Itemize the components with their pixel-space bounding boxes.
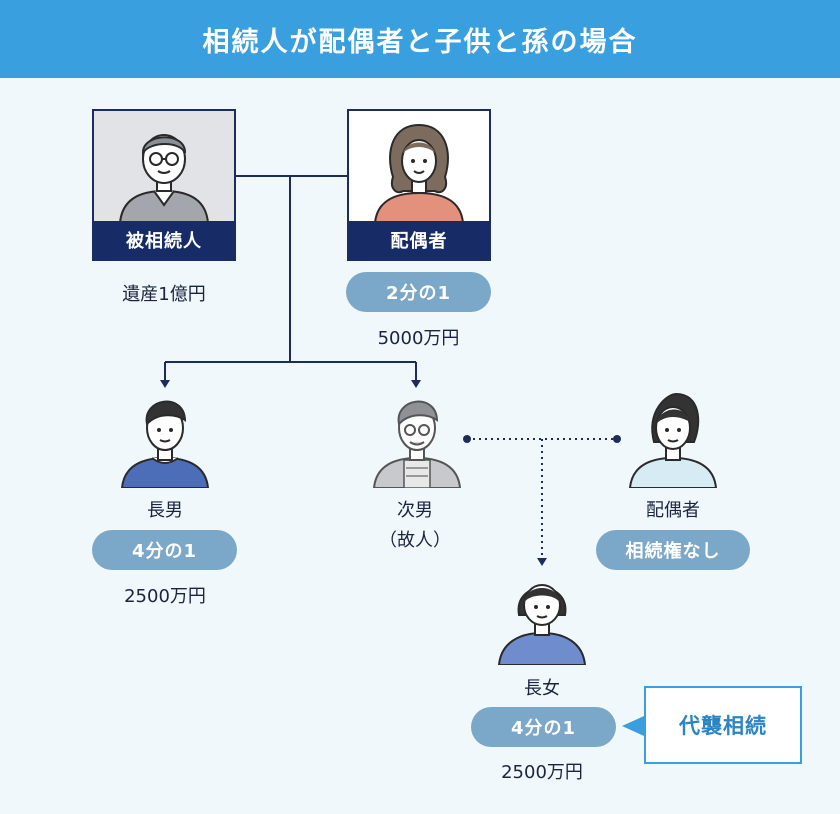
estate-text: 遺産1億円 [122, 284, 206, 305]
spouse-card: 配偶者 [347, 109, 491, 261]
son-spouse-icon [628, 392, 718, 488]
granddaughter-icon [497, 584, 587, 665]
spouse-share-pill: 2分の1 [346, 272, 491, 312]
decedent-label: 被相続人 [94, 221, 234, 259]
second-son-label: 次男 [397, 500, 433, 521]
decedent-portrait [94, 111, 234, 223]
decedent-card: 被相続人 [92, 109, 236, 261]
spouse-label: 配偶者 [349, 221, 489, 259]
spouse-amount: 5000万円 [377, 328, 460, 349]
spouse-portrait [349, 111, 489, 223]
eldest-son-amount: 2500万円 [124, 586, 206, 607]
substitute-inheritance-callout: 代襲相続 [644, 686, 802, 764]
callout-pointer [622, 716, 644, 736]
son-spouse-share-pill: 相続権なし [596, 530, 750, 570]
eldest-son-icon [120, 400, 210, 488]
page-title: 相続人が配偶者と子供と孫の場合 [0, 0, 840, 78]
granddaughter-label: 長女 [524, 678, 560, 699]
eldest-son-share-pill: 4分の1 [92, 530, 237, 570]
second-son-note: （故人） [379, 530, 451, 551]
son-spouse-label: 配偶者 [646, 500, 700, 521]
granddaughter-amount: 2500万円 [501, 762, 583, 783]
eldest-son-label: 長男 [147, 500, 183, 521]
granddaughter-share-pill: 4分の1 [471, 707, 616, 747]
second-son-icon [372, 400, 462, 488]
